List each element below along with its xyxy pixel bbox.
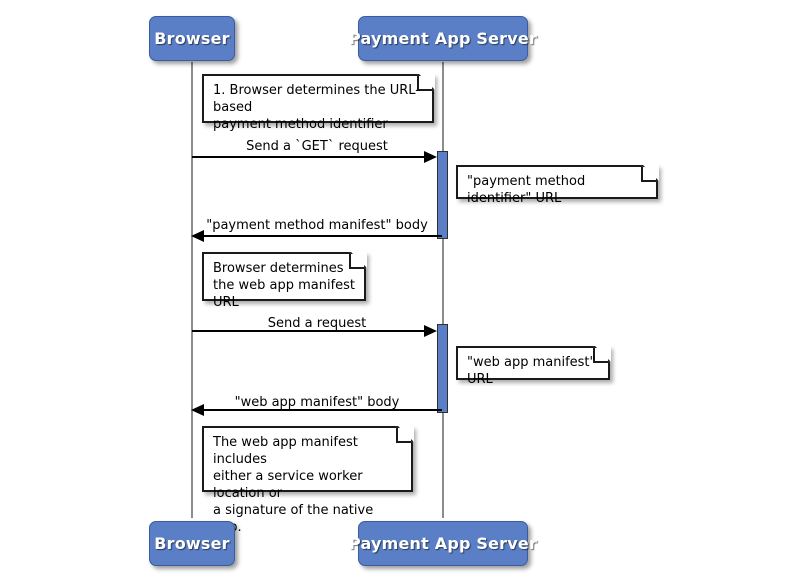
note-web-app-manifest-includes: The web app manifest includes either a s… (202, 425, 414, 535)
message-arrowhead-web-app-manifest-body (191, 404, 204, 416)
note-text: Browser determines the web app manifest … (213, 261, 356, 310)
participant-browser-bottom-label: Browser (154, 534, 230, 553)
lifeline-payment-app-server (442, 62, 444, 518)
message-line-send-get-request (192, 156, 435, 158)
activation-bar-payment-app-server-2 (437, 324, 448, 413)
note-text: 1. Browser determines the URL-based paym… (213, 83, 420, 132)
activation-bar-payment-app-server-1 (437, 151, 448, 239)
participant-browser-top-label: Browser (154, 29, 230, 48)
note-url-based-payment-method-identifier: 1. Browser determines the URL-based paym… (202, 73, 435, 132)
message-line-web-app-manifest-body (199, 409, 442, 411)
participant-payment-app-server-bottom[interactable]: Payment App Server (349, 521, 537, 566)
message-line-payment-method-manifest-body (199, 235, 442, 237)
note-text: "payment method identifier" URL (467, 174, 586, 206)
note-web-app-manifest-url: "web app manifest" URL (456, 345, 611, 387)
message-label-send-a-request: Send a request (267, 316, 367, 331)
message-arrowhead-send-get-request (424, 151, 437, 163)
note-text: The web app manifest includes either a s… (213, 435, 374, 535)
message-label-payment-method-manifest-body: "payment method manifest" body (206, 218, 428, 233)
message-label-send-get-request: Send a `GET` request (246, 139, 388, 154)
message-arrowhead-send-a-request (424, 325, 437, 337)
participant-payment-app-server-bottom-label: Payment App Server (348, 534, 538, 553)
participant-browser-bottom[interactable]: Browser (149, 521, 235, 566)
note-text: "web app manifest" URL (467, 355, 596, 387)
participant-payment-app-server-top[interactable]: Payment App Server (349, 16, 537, 61)
participant-payment-app-server-top-label: Payment App Server (348, 29, 538, 48)
note-payment-method-identifier-url: "payment method identifier" URL (456, 164, 659, 206)
note-browser-determines-web-app-manifest-url: Browser determines the web app manifest … (202, 251, 367, 310)
message-line-send-a-request (192, 330, 435, 332)
lifeline-browser (191, 62, 193, 518)
message-label-web-app-manifest-body: "web app manifest" body (234, 395, 400, 410)
message-arrowhead-payment-method-manifest-body (191, 230, 204, 242)
participant-browser-top[interactable]: Browser (149, 16, 235, 61)
